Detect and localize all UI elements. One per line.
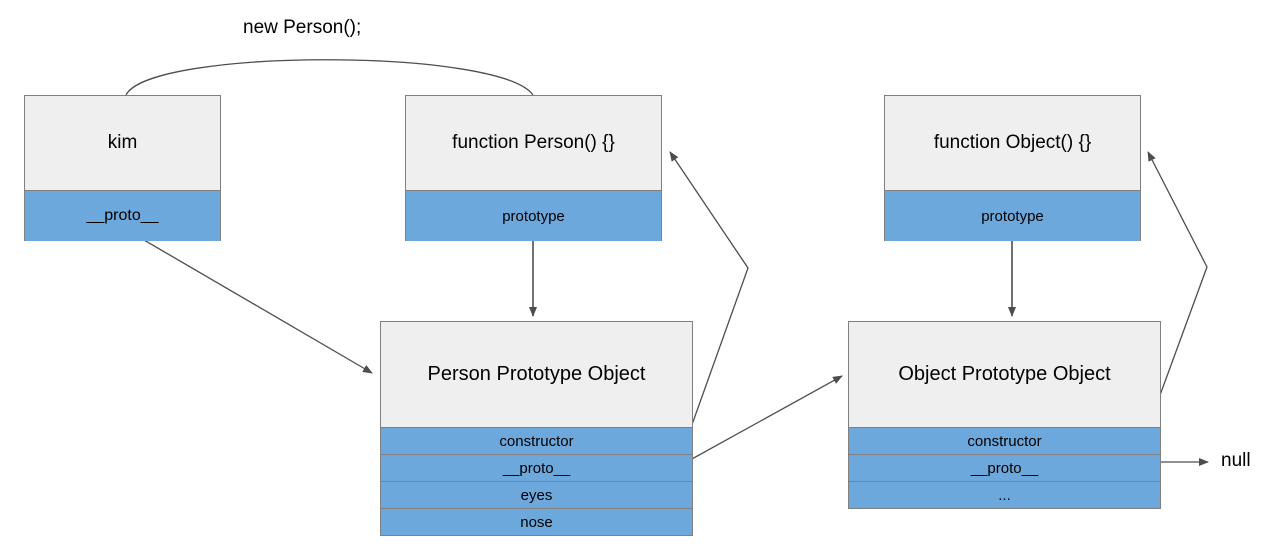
node-person-prototype-object-rows: constructor __proto__ eyes nose (381, 427, 692, 535)
node-object-prototype-row-proto[interactable]: __proto__ (849, 454, 1160, 481)
node-object-prototype-object-header: Object Prototype Object (849, 322, 1160, 427)
new-person-call-label: new Person(); (243, 17, 362, 38)
node-function-person-rows: prototype (406, 190, 661, 241)
node-person-prototype-row-nose[interactable]: nose (381, 508, 692, 535)
edge-person-proto-constructor-to-person-fn (669, 151, 749, 448)
node-kim-row-proto[interactable]: __proto__ (25, 190, 220, 241)
node-object-prototype-row-constructor[interactable]: constructor (849, 427, 1160, 454)
node-person-prototype-row-eyes[interactable]: eyes (381, 481, 692, 508)
null-label: null (1221, 450, 1251, 471)
node-function-object-row-prototype[interactable]: prototype (885, 190, 1140, 241)
node-object-prototype-row-ellipsis[interactable]: ... (849, 481, 1160, 508)
node-kim-header: kim (25, 96, 220, 190)
node-function-object[interactable]: function Object() {} prototype (884, 95, 1141, 241)
edge-kim-proto-to-person-proto (119, 225, 373, 374)
node-object-prototype-object[interactable]: Object Prototype Object constructor __pr… (848, 321, 1161, 509)
node-object-prototype-object-rows: constructor __proto__ ... (849, 427, 1160, 508)
node-function-person-row-prototype[interactable]: prototype (406, 190, 661, 241)
node-person-prototype-row-proto[interactable]: __proto__ (381, 454, 692, 481)
node-function-object-rows: prototype (885, 190, 1140, 241)
node-person-prototype-row-constructor[interactable]: constructor (381, 427, 692, 454)
node-kim-rows: __proto__ (25, 190, 220, 241)
edge-kim-to-person-fn-arc (125, 59, 534, 96)
node-kim[interactable]: kim __proto__ (24, 95, 221, 241)
node-function-person-header: function Person() {} (406, 96, 661, 190)
edge-object-proto-constructor-to-object-fn (1140, 151, 1208, 448)
node-function-person[interactable]: function Person() {} prototype (405, 95, 662, 241)
node-function-object-header: function Object() {} (885, 96, 1140, 190)
node-person-prototype-object[interactable]: Person Prototype Object constructor __pr… (380, 321, 693, 536)
edge-person-proto-proto-to-object-proto (671, 375, 843, 471)
node-person-prototype-object-header: Person Prototype Object (381, 322, 692, 427)
